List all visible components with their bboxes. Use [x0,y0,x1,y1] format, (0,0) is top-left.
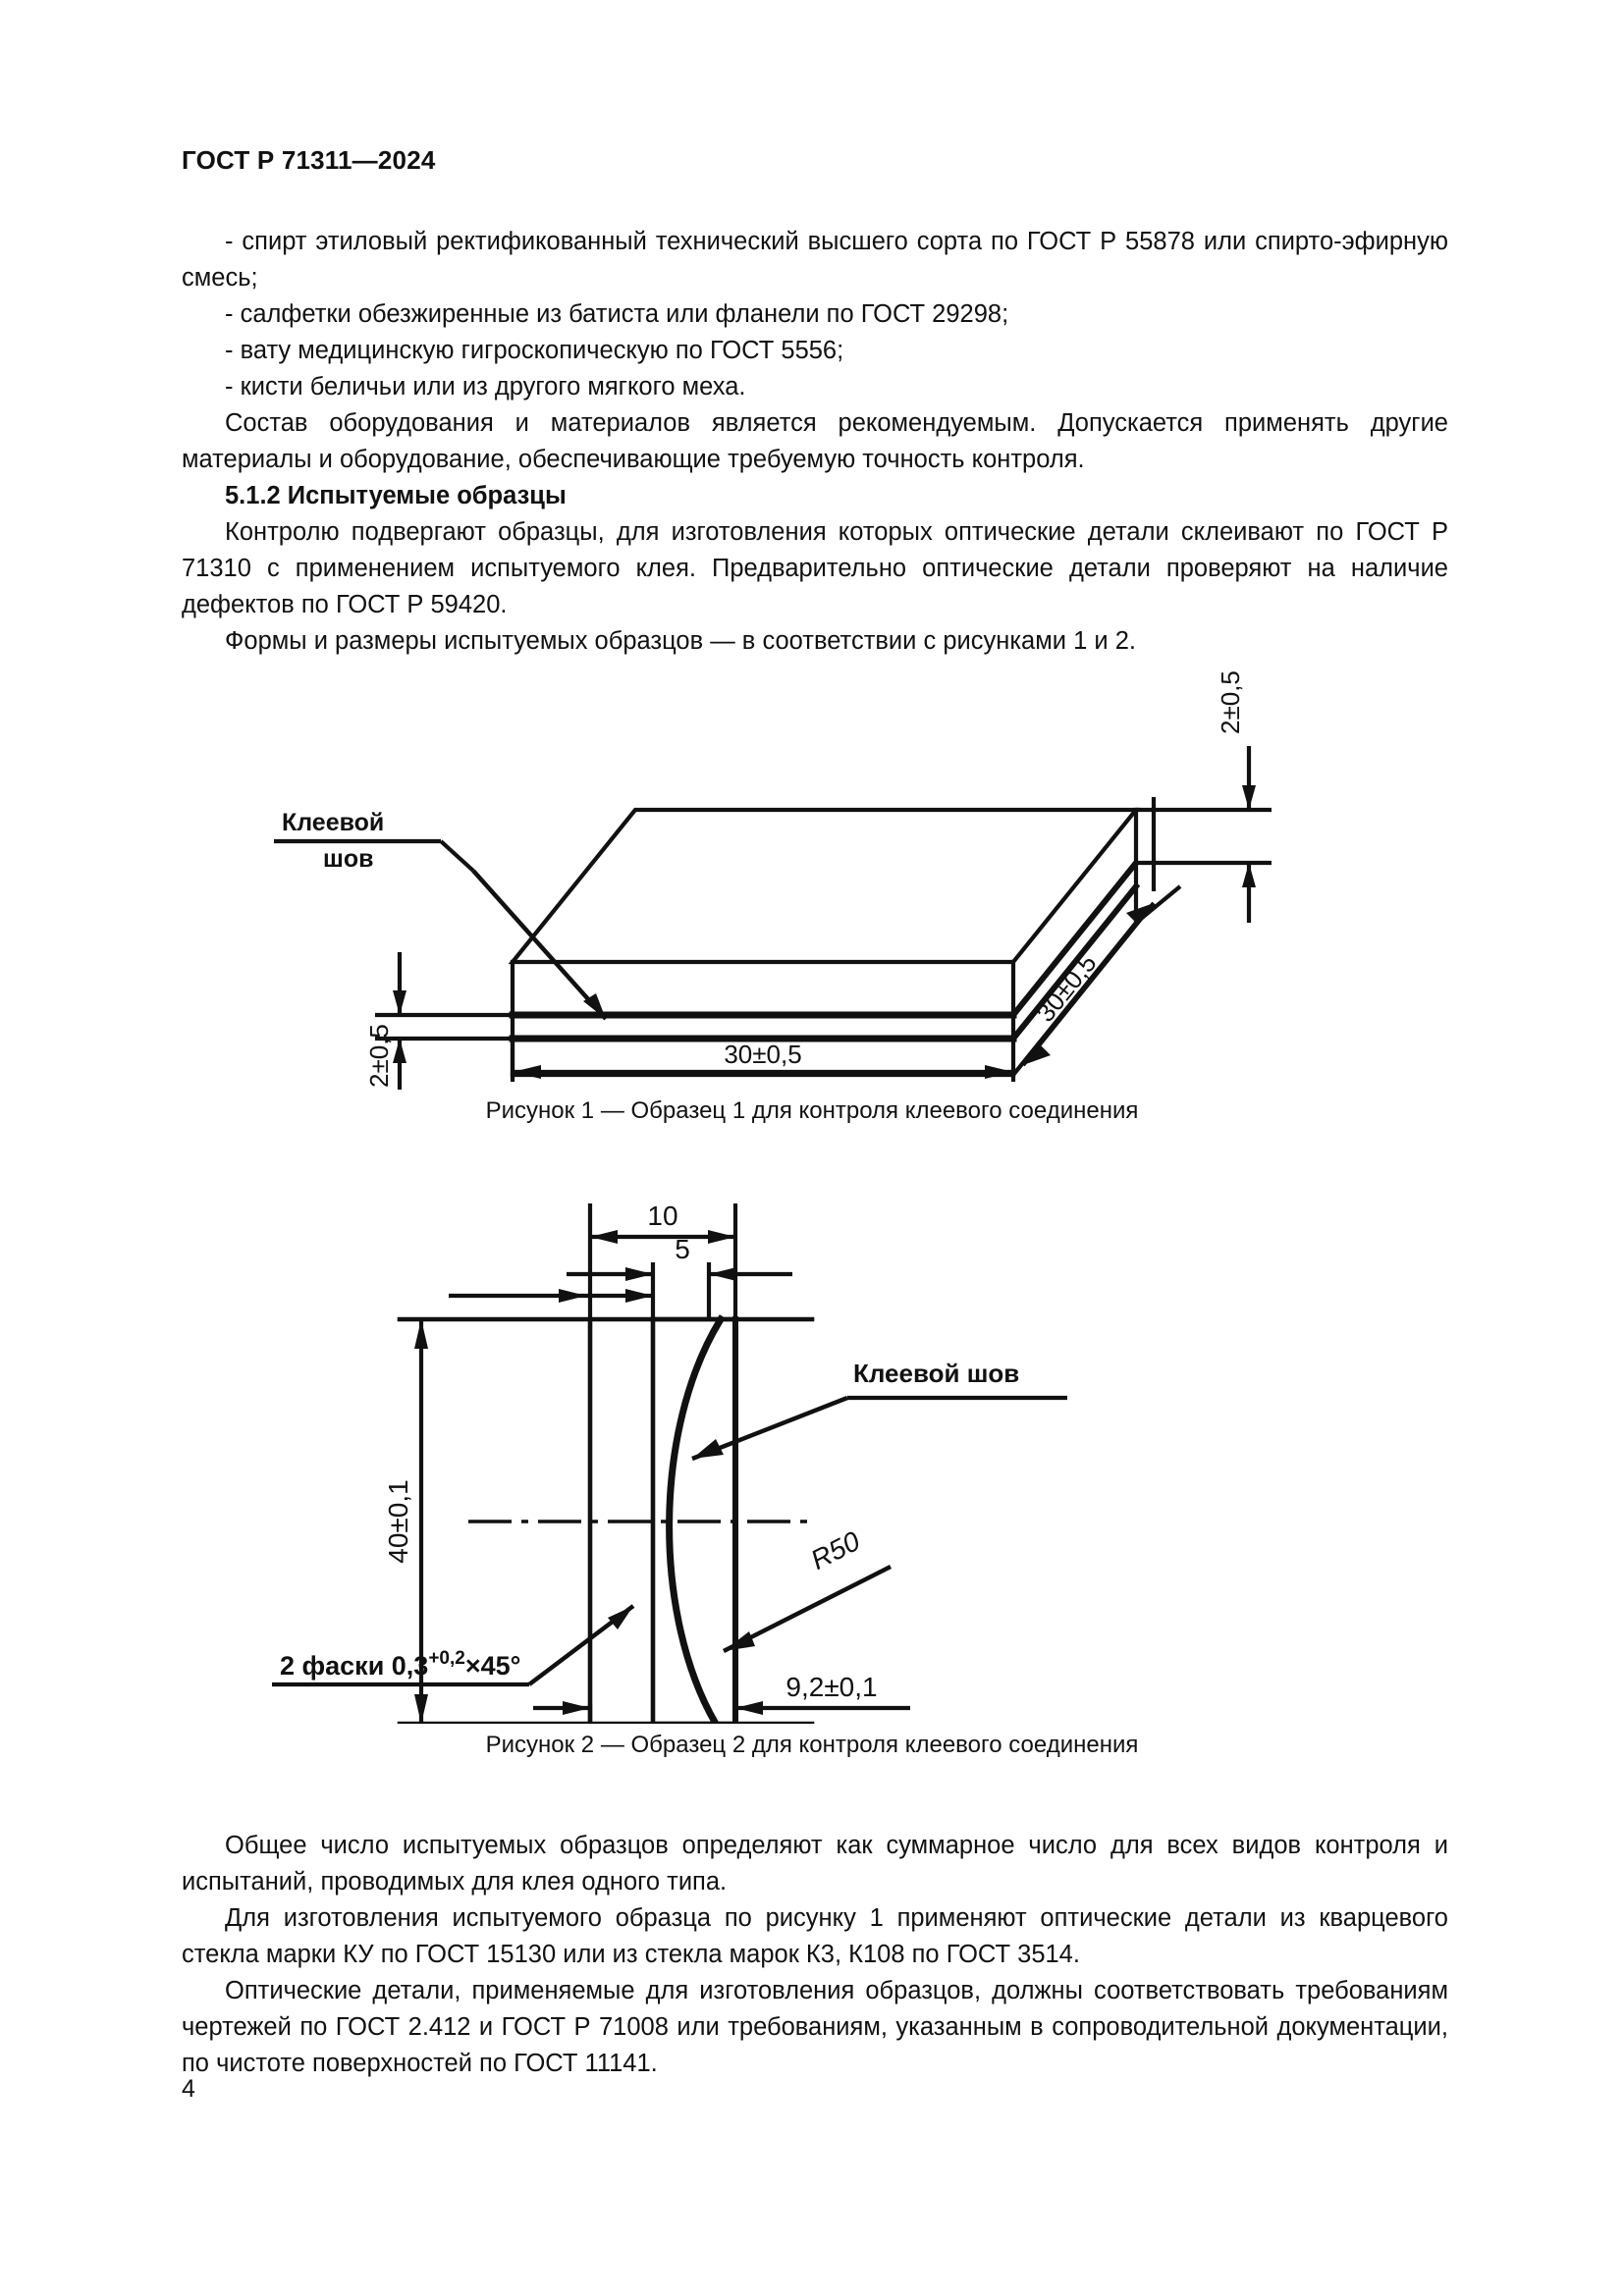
figure2-dim-10-label: 10 [647,1201,677,1231]
figure1-dim-depth-label: 30±0,5 [1030,948,1102,1028]
body-text-bottom: Общее число испытуемых образцов определя… [182,1828,1448,2082]
figure2-dim-5-label: 5 [675,1234,690,1264]
figure2-glue-label-group: Клеевой шов [691,1359,1067,1462]
paragraph-forms-sizes: Формы и размеры испытуемых образцов — в … [225,627,1136,655]
figure2-dim-5: 5 [567,1234,792,1319]
figure2-dim-10: 10 [587,1201,738,1319]
lens-spherical-surface [666,1314,726,1724]
fig2-arrow-5-left [625,1267,653,1281]
fig2-arrow-total-right [735,1701,763,1715]
fig2-radius-leader [722,1564,893,1654]
fig2-aux-arrow-a [559,1289,586,1303]
paragraph-cotton: - вату медицинскую гигроскопическую по Г… [225,337,844,364]
fig1-arrow-width-left [513,1065,541,1079]
figure2-radius-label-group: R50 [722,1525,893,1654]
figure2-chamfer-text: 2 фаски 0,3+0,2×45° [280,1648,520,1681]
fig2-arrow-total-left [563,1701,590,1715]
paragraph-wipes: - салфетки обезжиренные из батиста или ф… [225,300,1009,328]
figure2-dim-total-length: 9,2±0,1 [533,1672,910,1724]
fig2-arrow-40-down [414,1694,428,1724]
figure1-dim-width-label: 30±0,5 [724,1040,801,1069]
paragraph-samples-control: Контролю подвергают образцы, для изготов… [182,518,1448,618]
block-side-glue-upper [1008,858,1141,1020]
figure2-chamfer-prefix: 2 фаски 0,3 [280,1651,428,1681]
figure2-glue-label: Клеевой шов [853,1359,1019,1388]
figure-1-caption: Рисунок 1 — Образец 1 для контроля клеев… [485,1097,1139,1124]
fig2-arrow-10-left [590,1230,618,1244]
fig1-arrow-left-up [393,1039,406,1063]
paragraph-equipment-note: Состав оборудования и материалов являетс… [182,409,1448,473]
block-top-face [508,807,1141,965]
figure1-glue-leader-2 [471,869,608,1021]
figure-1: Клеевой шов [0,628,1624,1127]
figure1-dim-width: 30±0,5 [510,1039,1016,1082]
figure2-dim-total-length-label: 9,2±0,1 [785,1672,877,1702]
paragraph-total-count: Общее число испытуемых образцов определя… [182,1832,1448,1896]
fig1-arrow-depth-lower [1023,1043,1051,1065]
figure1-glue-label-group: Клеевой шов [274,809,608,1021]
fig2-arrow-40-up [414,1319,428,1349]
figure1-dim-thickness-left-label: 2±0,5 [364,1024,394,1088]
figure-2-caption: Рисунок 2 — Образец 2 для контроля клеев… [485,1732,1139,1758]
block-side-glue-lower [1008,881,1141,1043]
paragraph-brushes: - кисти беличьи или из другого мягкого м… [225,373,746,400]
fig2-radius-arrowhead [724,1631,755,1651]
fig1-dimline-depth [1021,901,1156,1067]
fig1-arrow-top-down [1242,785,1256,810]
figure2-chamfer-group: 2 фаски 0,3+0,2×45° [272,1604,635,1687]
figure1-glue-label-line1: Клеевой [282,809,384,836]
figure2-chamfer-suffix: ×45° [465,1651,521,1681]
fig2-chamfer-arrowhead [608,1606,633,1629]
fig1-arrow-left-down [393,990,406,1015]
page-number: 4 [182,2075,195,2103]
figure2-aux-leader [449,1289,653,1303]
figure1-dim-thickness-left: 2±0,5 [364,952,515,1090]
figure1-dim-thickness-top: 2±0,5 [1136,670,1272,923]
figure2-chamfer-superscript: +0,2 [428,1648,465,1669]
figure1-glue-arrowhead [583,993,606,1019]
figure1-glue-label-line2: шов [323,845,373,873]
figure2-radius-label: R50 [806,1525,865,1575]
page-header-standard-number: ГОСТ Р 71311—2024 [182,145,436,175]
paragraph-quartz-glass: Для изготовления испытуемого образца по … [182,1904,1448,1968]
fig2-arrow-5-right [709,1267,736,1281]
paragraph-optical-details: Оптические детали, применяемые для изгот… [182,1977,1448,2077]
figure-1-drawing: Клеевой шов [274,670,1272,1090]
section-heading-5-1-2: 5.1.2 Испытуемые образцы [225,482,567,509]
figure-2: 10 5 [0,1194,1624,1761]
fig1-arrow-top-up [1242,863,1256,887]
fig2-aux-arrow-b [625,1289,653,1303]
fig1-arrow-depth-upper [1126,903,1154,925]
fig2-glue-arrowhead [692,1439,724,1459]
figure1-dim-thickness-top-label: 2±0,5 [1216,670,1245,734]
figure2-dim-diameter-label: 40±0,1 [383,1479,413,1563]
figure2-dim-diameter: 40±0,1 [383,1319,428,1724]
body-text-top: - спирт этиловый ректификованный техниче… [182,224,1448,660]
fig2-arrow-10-right [708,1230,735,1244]
fig1-arrow-width-right [985,1065,1013,1079]
figure-2-drawing: 10 5 [272,1201,1067,1724]
figure1-glue-leader-1 [439,839,475,873]
paragraph-alcohol: - спирт этиловый ректификованный техниче… [182,228,1448,292]
